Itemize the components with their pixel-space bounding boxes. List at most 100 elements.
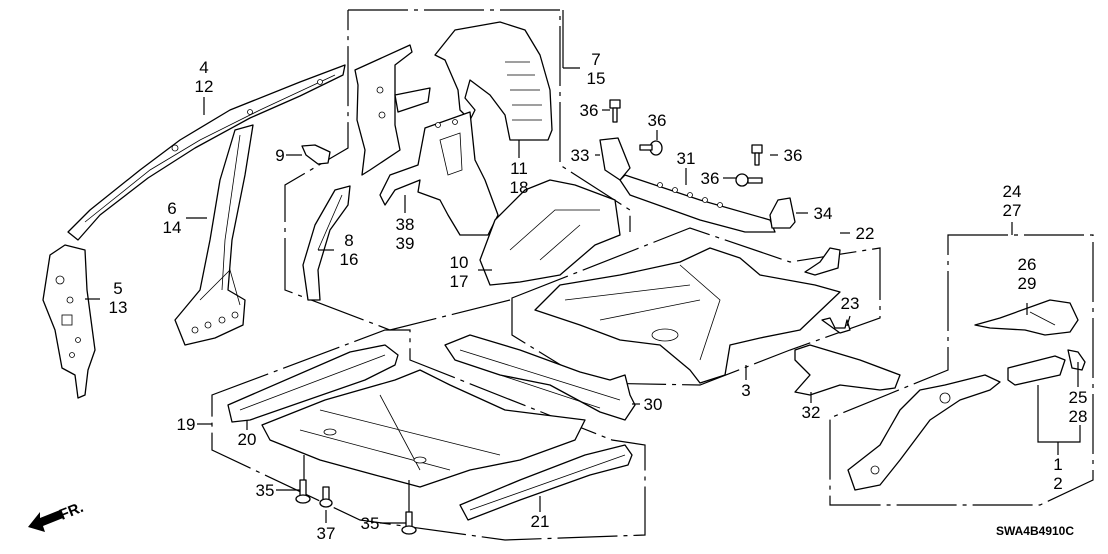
part-center-pillar[interactable] [174,124,254,346]
callout-5-13: 513 [109,279,128,317]
bolt-36b[interactable] [639,140,663,156]
svg-text:20: 20 [238,430,257,449]
svg-text:23: 23 [841,294,860,313]
bolt-36a[interactable] [609,99,621,123]
svg-text:3: 3 [741,381,750,400]
callout-35b: 35 [361,514,380,533]
svg-text:36: 36 [701,169,720,188]
part-side-sill-21[interactable] [459,444,633,521]
part-bracket-25[interactable] [1067,349,1086,371]
svg-text:15: 15 [587,69,606,88]
group-box-rear-inner-panels [284,9,631,331]
part-rear-cross-member[interactable] [619,174,776,233]
group-box-rear-floor [511,227,881,386]
callout-36b: 36 [648,111,667,130]
svg-text:6: 6 [167,199,176,218]
svg-text:2: 2 [1053,474,1062,493]
part-front-side-frame[interactable] [847,374,1001,491]
svg-text:32: 32 [802,403,821,422]
bolt-37[interactable] [319,486,333,508]
front-direction-indicator: FR. [28,499,86,532]
front-arrow-icon [28,510,63,532]
svg-text:31: 31 [677,149,696,168]
part-rear-wheelhouse-upper[interactable] [434,21,553,141]
callout-31: 31 [677,149,696,168]
part-frame-extension-26[interactable] [974,299,1079,336]
callout-34: 34 [814,204,833,223]
svg-text:14: 14 [163,218,182,237]
svg-text:26: 26 [1018,255,1037,274]
part-rear-inner-panel-lower[interactable] [379,111,499,236]
svg-text:36: 36 [648,111,667,130]
svg-text:33: 33 [571,146,590,165]
callout-36d: 36 [701,169,720,188]
callout-9: 9 [275,146,284,165]
part-roof-side-rail[interactable] [67,64,346,241]
svg-text:24: 24 [1003,182,1022,201]
part-floor-clip-23[interactable] [821,317,851,334]
svg-text:8: 8 [344,231,353,250]
part-small-bracket[interactable] [301,144,331,165]
group-box-front-frame [829,234,1094,506]
callout-37: 37 [317,524,336,543]
part-front-floor-pan[interactable] [261,369,586,488]
svg-text:25: 25 [1069,388,1088,407]
svg-text:1: 1 [1053,455,1062,474]
callout-36a: 36 [580,101,599,120]
svg-text:30: 30 [644,395,663,414]
callout-4-12: 412 [195,58,214,96]
callout-21: 21 [531,512,550,531]
svg-text:17: 17 [450,272,469,291]
part-rear-wheelhouse-lower[interactable] [479,179,621,286]
callout-35a: 35 [256,481,275,500]
part-floor-cross-rail[interactable] [444,334,636,421]
svg-text:11: 11 [510,159,528,178]
svg-text:5: 5 [113,279,122,298]
part-front-pillar-inner[interactable] [42,244,96,399]
svg-text:10: 10 [450,253,469,272]
svg-text:18: 18 [510,178,529,197]
part-floor-side-rail-20[interactable] [227,344,399,423]
part-cross-member-bracket-right[interactable] [769,197,796,229]
svg-text:28: 28 [1069,407,1088,426]
part-rear-inner-panel-upper[interactable] [354,44,431,176]
callout-30: 30 [644,395,663,414]
callout-22: 22 [856,224,875,243]
diagram-code: SWA4B4910C [996,524,1074,538]
bolt-35a[interactable] [295,479,311,504]
callout-33: 33 [571,146,590,165]
group-box-front-floor [211,329,646,541]
svg-text:16: 16 [340,250,359,269]
svg-text:FR.: FR. [57,499,86,524]
part-floor-bracket-22[interactable] [804,247,841,276]
part-wheel-arch-extension[interactable] [302,185,351,301]
svg-text:12: 12 [195,77,214,96]
svg-text:29: 29 [1018,274,1037,293]
callout-3: 3 [741,381,750,400]
svg-text:35: 35 [256,481,275,500]
callout-20: 20 [238,430,257,449]
svg-text:37: 37 [317,524,336,543]
part-front-side-frame-small[interactable] [1007,355,1066,386]
svg-text:35: 35 [361,514,380,533]
callout-19: 19 [177,415,196,434]
bolt-36c[interactable] [751,144,763,166]
svg-text:19: 19 [177,415,196,434]
callout-36c: 36 [784,146,803,165]
svg-text:21: 21 [531,512,550,531]
svg-text:39: 39 [396,234,415,253]
bolt-36d[interactable] [735,173,763,187]
svg-text:38: 38 [396,215,415,234]
callout-6-14: 614 [163,199,182,237]
svg-text:9: 9 [275,146,284,165]
part-cross-member-bracket-left[interactable] [599,137,631,181]
bolt-35b[interactable] [401,511,417,535]
callout-8-16: 816 [340,231,359,269]
part-frame-extension-32[interactable] [794,344,901,396]
part-rear-floor-pan[interactable] [534,247,841,384]
svg-text:7: 7 [591,50,600,69]
